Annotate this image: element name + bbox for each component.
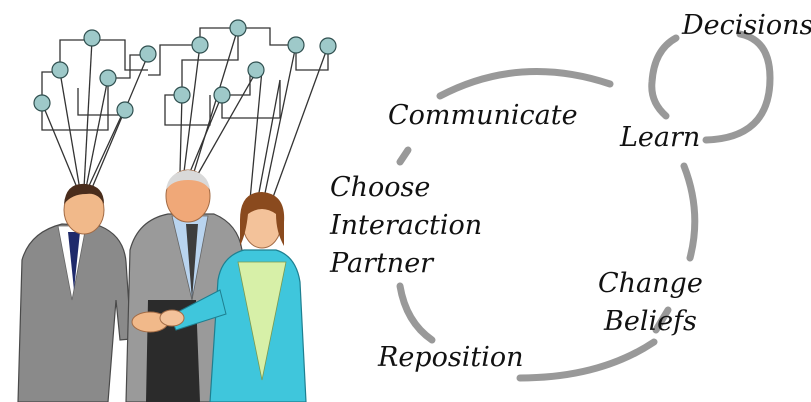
arc-bottom (516, 338, 658, 382)
arc-decisions-loop (648, 30, 774, 144)
arc-learn-to-reposition (652, 306, 672, 334)
person-right (169, 192, 307, 402)
arc-left-lower (396, 282, 436, 344)
cycle-diagram: Decisions Communicate Learn Choose Inter… (329, 10, 811, 382)
label-change: Change (598, 268, 703, 299)
label-reposition: Reposition (377, 342, 523, 373)
label-decisions: Decisions (681, 10, 811, 41)
label-beliefs: Beliefs (603, 306, 697, 337)
network-nodes (33, 19, 337, 119)
label-learn: Learn (619, 122, 700, 153)
arc-right (680, 162, 699, 262)
label-partner: Partner (329, 248, 435, 279)
handshake (131, 309, 185, 333)
people-illustration (17, 19, 337, 402)
network-wires (41, 27, 329, 201)
arc-left-upper (396, 146, 412, 166)
label-choose: Choose (330, 172, 430, 203)
label-interaction: Interaction (329, 210, 482, 241)
label-communicate: Communicate (388, 100, 578, 131)
arc-top (436, 68, 614, 100)
